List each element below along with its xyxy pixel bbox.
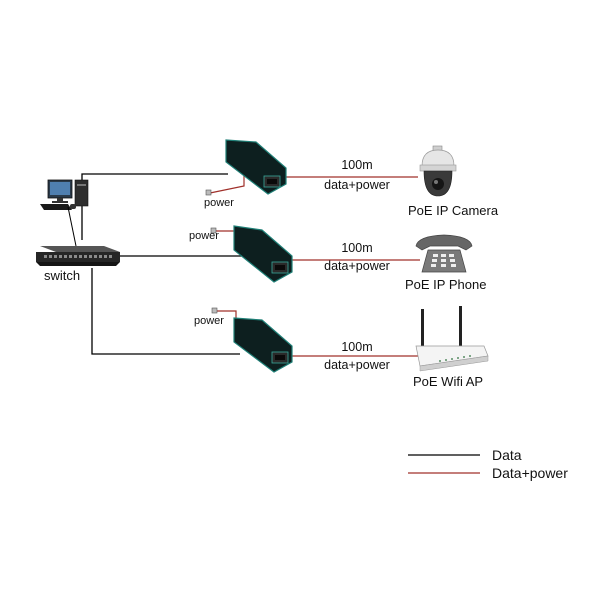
computer-icon <box>40 179 89 210</box>
ip-camera-icon <box>419 145 457 197</box>
data-cables <box>81 173 242 355</box>
power-plug-3 <box>211 307 218 314</box>
ap-label: PoE Wifi AP <box>413 374 484 389</box>
switch-label: switch <box>44 268 81 283</box>
power-label-1: power <box>204 197 234 209</box>
power-plugs <box>205 189 218 314</box>
power-label-3: power <box>194 315 224 327</box>
link-1-distance: 100m <box>341 158 373 172</box>
camera-label: PoE IP Camera <box>408 203 499 218</box>
poe-injector-1 <box>225 139 287 195</box>
power-label-2: power <box>189 230 219 242</box>
phone-label: PoE IP Phone <box>405 277 487 292</box>
data-cable-3 <box>91 268 240 355</box>
data-power-cables <box>282 176 420 357</box>
poe-injector-2 <box>233 225 293 283</box>
ip-phone-icon <box>415 234 473 273</box>
power-plug-1 <box>205 189 212 196</box>
link-3-type: data+power <box>324 358 390 372</box>
pc-cable <box>67 206 77 247</box>
legend-data-power-label: Data+power <box>492 465 568 481</box>
data-cable-1 <box>81 173 228 240</box>
link-2-distance: 100m <box>341 241 373 255</box>
legend <box>408 454 480 474</box>
legend-data-label: Data <box>492 447 522 463</box>
link-1-type: data+power <box>324 178 390 192</box>
switch-icon <box>36 246 120 266</box>
wifi-ap-icon <box>415 306 489 372</box>
link-2-type: data+power <box>324 259 390 273</box>
poe-injector-3 <box>233 317 293 373</box>
power-plug-2 <box>210 227 217 234</box>
link-3-distance: 100m <box>341 340 373 354</box>
